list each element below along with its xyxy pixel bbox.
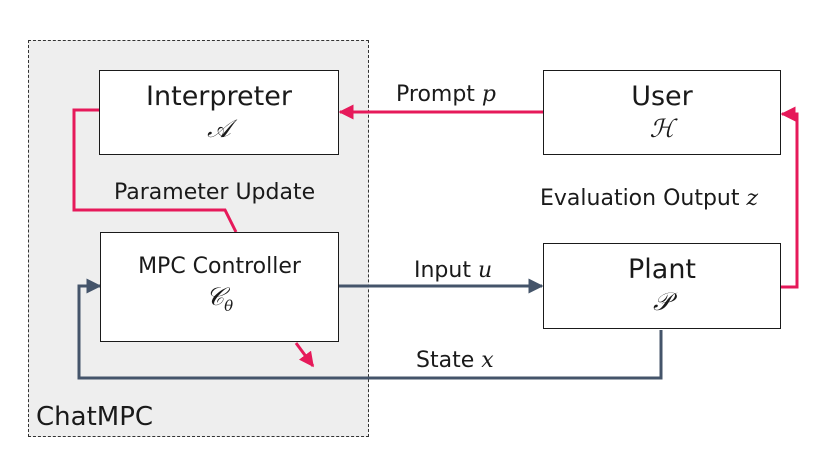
user-symbol: ℋ [649, 113, 675, 143]
state-label: State x [416, 348, 494, 374]
evaluation-label-var: z [746, 186, 759, 211]
prompt-label: Prompt p [396, 82, 496, 108]
plant-title: Plant [627, 254, 697, 285]
state-label-text: State [416, 348, 482, 373]
interpreter-block: Interpreter 𝒜 [99, 70, 339, 155]
controller-symbol: 𝒞θ [206, 281, 233, 322]
parameter-update-line [72, 108, 238, 233]
parameter-update-label: Parameter Update [114, 180, 315, 206]
prompt-label-var: p [481, 82, 497, 107]
input-label: Input u [414, 258, 492, 284]
user-title: User [631, 80, 693, 112]
prompt-label-text: Prompt [396, 82, 482, 107]
interpreter-symbol: 𝒜 [207, 113, 231, 143]
state-label-var: x [481, 348, 494, 373]
controller-symbol-letter: 𝒞 [205, 281, 225, 311]
parameter-update-arrow [294, 342, 315, 368]
evaluation-label-text: Evaluation Output [540, 186, 747, 211]
controller-title: MPC Controller [138, 253, 301, 279]
input-label-var: u [477, 258, 493, 283]
parameter-update-label-text: Parameter Update [114, 180, 316, 205]
evaluation-arrow [780, 106, 799, 289]
input-label-text: Input [414, 258, 478, 283]
user-block: User ℋ [543, 70, 781, 155]
chatmpc-group-label: ChatMPC [36, 402, 154, 432]
plant-symbol: 𝒫 [652, 287, 672, 316]
state-arrow [77, 278, 663, 380]
plant-block: Plant 𝒫 [543, 243, 781, 329]
controller-symbol-subscript: θ [224, 296, 234, 315]
evaluation-label: Evaluation Output z [540, 186, 758, 212]
interpreter-title: Interpreter [146, 80, 292, 112]
controller-block: MPC Controller 𝒞θ [100, 232, 339, 342]
